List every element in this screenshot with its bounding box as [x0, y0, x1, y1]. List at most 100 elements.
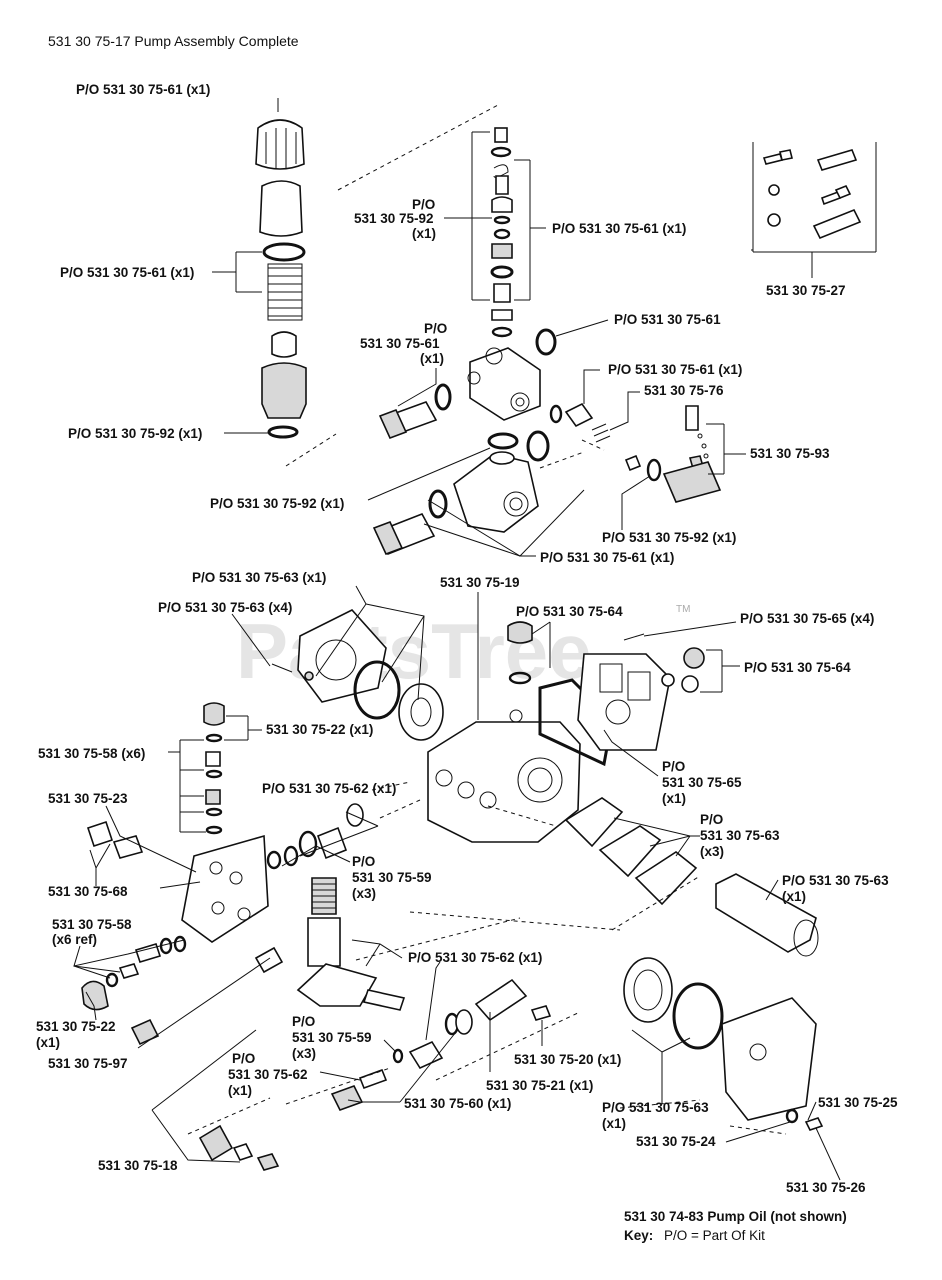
valve-plugs-left [203, 702, 225, 835]
label-59-low: 531 30 75-59 [292, 1030, 372, 1045]
crankcase-cover [297, 609, 387, 703]
seal-ring-top [535, 328, 557, 356]
label-19: 531 30 75-19 [440, 575, 520, 590]
plunger-parts [266, 803, 364, 870]
label-97: 531 30 75-97 [48, 1056, 128, 1071]
trademark-symbol: TM [676, 604, 690, 615]
label-cover-63-bottom: P/O 531 30 75-63 [602, 1100, 709, 1115]
plug-22 [81, 980, 109, 1011]
label-60: 531 30 75-60 (x1) [404, 1096, 511, 1111]
label-x1-cover: (x1) [602, 1116, 626, 1131]
crankcase-side-cover [623, 957, 817, 1121]
unloader-knob [255, 119, 305, 170]
inlet-fitting-bottom [372, 489, 448, 556]
label-x1-62-low: (x1) [228, 1083, 252, 1098]
watermark: PartsTree [236, 607, 592, 695]
unloader-piston [271, 331, 297, 358]
kit-box [751, 142, 877, 253]
manifold-oring [487, 432, 519, 450]
label-po-59-mid: P/O [352, 854, 375, 869]
label-screw-63: P/O 531 30 75-63 (x4) [158, 600, 292, 615]
unloader-spring [267, 263, 303, 321]
label-25: 531 30 75-25 [818, 1095, 898, 1110]
unloader-washer [262, 242, 306, 262]
label-23: 531 30 75-23 [48, 791, 128, 806]
label-plugs-64: P/O 531 30 75-64 [744, 660, 851, 675]
outlet-manifold [453, 430, 550, 533]
label-18: 531 30 75-18 [98, 1158, 178, 1173]
label-x1-shaft: (x1) [782, 889, 806, 904]
label-po-62-low: P/O [232, 1051, 255, 1066]
label-59-mid: 531 30 75-59 [352, 870, 432, 885]
label-x3-59-low: (x3) [292, 1046, 316, 1061]
unloader-sleeve [259, 180, 303, 237]
guide-lines [187, 103, 787, 1135]
label-oring-92-mid: P/O 531 30 75-92 (x1) [210, 496, 344, 511]
label-58-x6: 531 30 75-58 (x6) [38, 746, 145, 761]
label-68: 531 30 75-68 [48, 884, 128, 899]
cover-screw [271, 663, 293, 673]
drain-plugs [661, 647, 705, 693]
label-x1-top: (x1) [412, 226, 436, 241]
piston-plunger [307, 877, 341, 967]
label-20: 531 30 75-20 (x1) [514, 1052, 621, 1067]
label-ring-62: P/O 531 30 75-62 (x1) [262, 781, 396, 796]
label-po-61-mid: P/O [424, 321, 447, 336]
label-62-low: 531 30 75-62 [228, 1067, 308, 1082]
label-oring-92-right: P/O 531 30 75-92 (x1) [602, 530, 736, 545]
label-valve-61: P/O 531 30 75-61 (x1) [552, 221, 686, 236]
inlet-fitting-top [378, 383, 452, 440]
label-x1-mid: (x1) [420, 351, 444, 366]
left-valve-seats [105, 935, 187, 988]
label-ring-62-b: P/O 531 30 75-62 (x1) [408, 950, 542, 965]
label-x6-ref: (x6 ref) [52, 932, 97, 947]
plunger-lower-parts [330, 978, 552, 1111]
label-x3-59-mid: (x3) [352, 886, 376, 901]
connecting-rods [564, 797, 698, 906]
manifold-block [467, 347, 541, 421]
key-text: P/O = Part Of Kit [664, 1228, 765, 1243]
key-label: Key: [624, 1228, 653, 1243]
unloader-oring [267, 425, 299, 439]
rear-screw [623, 633, 645, 641]
label-plug-61-bottom: P/O 531 30 75-61 (x1) [540, 550, 674, 565]
label-61-mid: 531 30 75-61 [360, 336, 440, 351]
label-po-65: P/O [662, 759, 685, 774]
label-22-top: 531 30 75-22 (x1) [266, 722, 373, 737]
fitting-18 [198, 1124, 280, 1171]
label-seal-61: P/O 531 30 75-61 [614, 312, 721, 327]
pressure-gauge-fitting [86, 820, 144, 859]
head-bolt [159, 881, 201, 889]
cover-oring [353, 660, 401, 720]
outlet-pipe [296, 963, 406, 1011]
valve-stack-parts [490, 127, 514, 338]
label-po-59-low: P/O [292, 1014, 315, 1029]
check-valve-parts [549, 402, 662, 482]
crankcase-body [427, 709, 581, 843]
drain-washer [785, 1108, 799, 1124]
label-24: 531 30 75-24 [636, 1134, 716, 1149]
label-check-61: P/O 531 30 75-61 (x1) [608, 362, 742, 377]
rear-cover [577, 653, 671, 751]
fitting-97 [130, 1018, 160, 1046]
label-cap-61: P/O 531 30 75-61 (x1) [76, 82, 210, 97]
label-21: 531 30 75-21 (x1) [486, 1078, 593, 1093]
oil-fill-cap [507, 621, 533, 685]
injector-assembly [662, 405, 722, 503]
unloader-seat [261, 362, 307, 419]
label-screw-65: P/O 531 30 75-65 (x4) [740, 611, 874, 626]
small-fitting [254, 946, 284, 974]
label-spring-61: P/O 531 30 75-61 (x1) [60, 265, 194, 280]
crankshaft [715, 873, 819, 957]
label-kit-27: 531 30 75-27 [766, 283, 846, 298]
label-26: 531 30 75-26 [786, 1180, 866, 1195]
label-po-63-mid: P/O [700, 812, 723, 827]
label-x3-63: (x3) [700, 844, 724, 859]
label-cover-63-top: P/O 531 30 75-63 (x1) [192, 570, 326, 585]
label-93: 531 30 75-93 [750, 446, 830, 461]
label-cap-64: P/O 531 30 75-64 [516, 604, 623, 619]
label-22-bottom: 531 30 75-22 [36, 1019, 116, 1034]
label-po-top: P/O [412, 197, 435, 212]
label-65: 531 30 75-65 [662, 775, 742, 790]
